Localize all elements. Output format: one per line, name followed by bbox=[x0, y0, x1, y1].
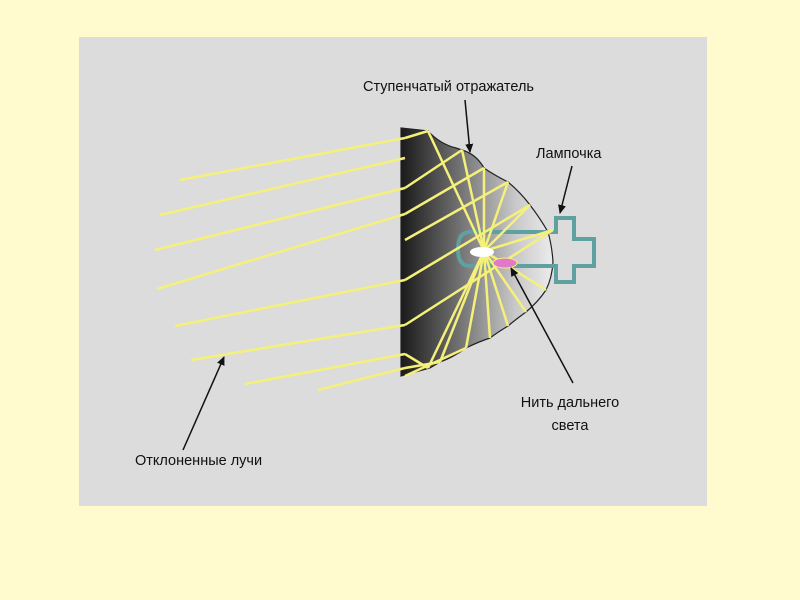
low-beam-filament bbox=[470, 247, 494, 257]
bulb-outline bbox=[455, 216, 596, 284]
bulb-label: Лампочка bbox=[536, 146, 602, 162]
deflected-rays-label: Отклоненные лучи bbox=[135, 453, 263, 469]
high-beam-filament-label: Нить дальнего света bbox=[505, 393, 635, 436]
high-beam-filament-label-line2: света bbox=[551, 418, 589, 434]
bulb-housing bbox=[556, 218, 573, 232]
arrow-to-filament bbox=[510, 267, 574, 384]
diagram-panel bbox=[79, 37, 707, 506]
arrow-to-rays bbox=[182, 356, 225, 451]
deflected-rays bbox=[154, 136, 406, 392]
stepped-reflector-label: Ступенчатый отражатель bbox=[363, 79, 534, 95]
high-beam-filament-label-line1: Нить дальнего bbox=[520, 395, 620, 411]
high-beam-filament bbox=[492, 257, 518, 269]
internal-ray-paths bbox=[404, 129, 554, 378]
arrow-to-bulb bbox=[558, 165, 573, 214]
arrow-to-reflector bbox=[464, 99, 474, 153]
